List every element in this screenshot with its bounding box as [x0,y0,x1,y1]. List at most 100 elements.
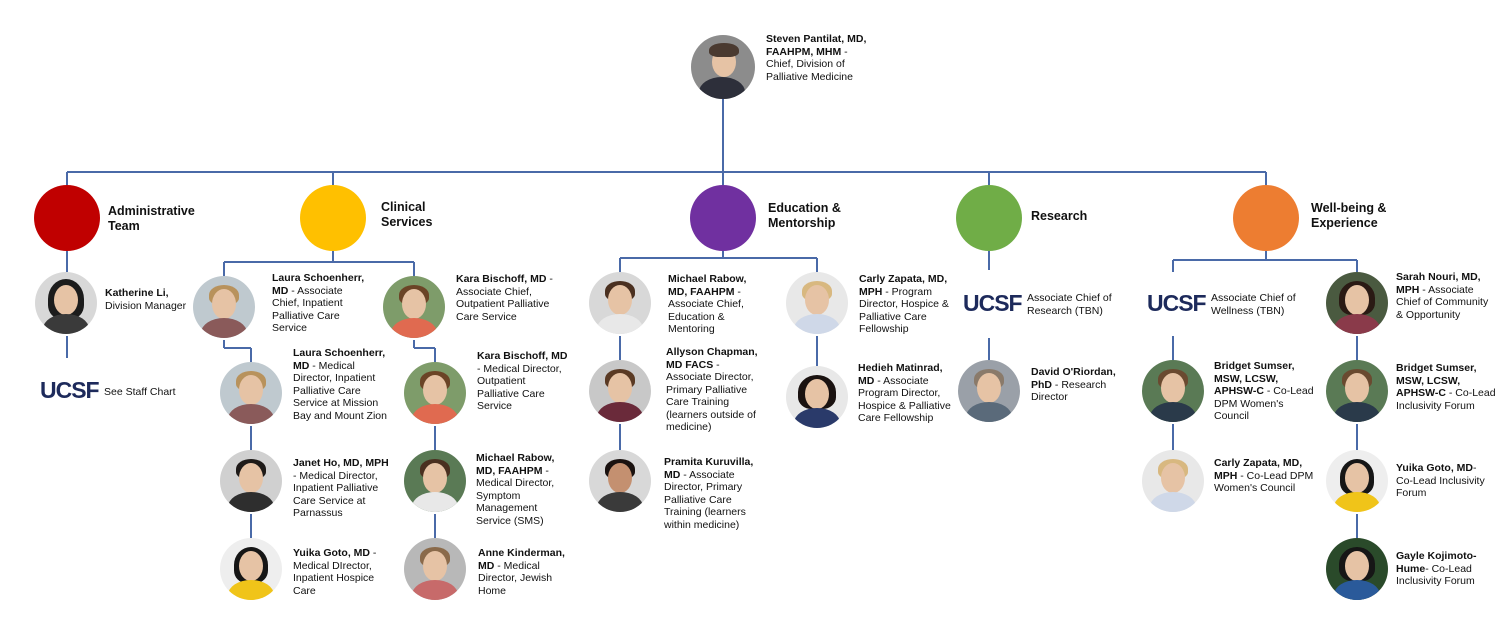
clinical-left-caption-0: Laura Schoenherr, MD - Associate Chief, … [272,272,372,335]
person-role: - Medical Director, Jewish Home [478,559,553,597]
research-caption: David O'Riordan, PhD - Research Director [1031,366,1131,404]
clinical-right-caption-1: Kara Bischoff, MD - Medical Director, Ou… [477,350,569,413]
wellbeing-logo-caption: Associate Chief of Wellness (TBN) [1211,292,1296,317]
person-name: Kara Bischoff, MD [456,273,547,285]
education-left-caption-1: Allyson Chapman, MD FACS - Associate Dir… [666,346,766,434]
person-role: - Co-Lead DPM Women's Council [1214,469,1314,495]
person-name: Laura Schoenherr, MD [272,272,365,297]
person-role: - Associate Chief of Community & Opportu… [1396,283,1489,321]
person-name: Sarah Nouri, MD, MPH [1396,271,1481,296]
person-photo [958,360,1020,422]
person-photo [1326,272,1388,334]
person-name: Laura Schoenherr, MD [293,347,386,372]
dept-circle-wellbeing [1233,185,1299,251]
person-photo [1326,538,1388,600]
dept-label-research: Research [1031,209,1088,223]
person-role: - Associate Chief, Education & Mentoring [668,285,744,336]
dept-circle-clinical [300,185,366,251]
person-photo [1326,450,1388,512]
person-role: - Associate Director, Primary Palliative… [666,358,756,434]
dept-circle-education [690,185,756,251]
person-name: Allyson Chapman, MD FACS [666,346,758,371]
clinical-left-caption-2: Janet Ho, MD, MPH - Medical Director, In… [293,457,393,520]
dept-circle-administrative [34,185,100,251]
person-role: - Co-Lead Inclusivity Forum [1396,387,1496,412]
person-photo [404,450,466,512]
person-role: - Co-Lead DPM Women's Council [1214,385,1314,422]
person-name: Hedieh Matinrad, MD [858,362,943,387]
person-photo [1326,360,1388,422]
person-photo [383,276,445,338]
clinical-right-caption-2: Michael Rabow, MD, FAAHPM - Medical Dire… [476,452,568,527]
person-photo [220,450,282,512]
person-photo [589,360,651,422]
person-role: - Associate Chief, Inpatient Palliative … [272,284,343,335]
dept-label-education: Education & Mentorship [768,201,841,230]
person-role: - Medical DIrector, Inpatient Hospice Ca… [293,547,377,597]
person-role: - Associate Director, Primary Palliative… [664,468,746,531]
person-photo [220,362,282,424]
research-logo-caption: Associate Chief of Research (TBN) [1027,292,1112,317]
chief-caption: Steven Pantilat, MD, FAAHPM, MHM - Chief… [766,33,876,83]
person-photo [404,538,466,600]
person-name: Janet Ho, MD, MPH [293,457,389,469]
person-name: Katherine Li, [105,287,169,299]
person-name: Carly Zapata, MD, MPH [1214,457,1303,482]
person-photo [589,450,651,512]
education-right-caption-0: Carly Zapata, MD, MPH - Program Director… [859,273,959,336]
wellbeing-left-caption-1: Carly Zapata, MD, MPH - Co-Lead DPM Wome… [1214,457,1314,495]
person-photo [786,366,848,428]
dept-label-wellbeing: Well-being & Experience [1311,201,1387,230]
person-name: Kara Bischoff, MD [477,350,568,362]
admin-caption: Katherine Li, Division Manager [105,287,205,312]
person-photo [1142,360,1204,422]
person-name: David O'Riordan, PhD [1031,366,1116,391]
clinical-right-caption-3: Anne Kinderman, MD - Medical Director, J… [478,547,570,597]
person-name: Bridget Sumser, MSW, LCSW, APHSW-C [1396,362,1477,399]
wellbeing-right-caption-0: Sarah Nouri, MD, MPH - Associate Chief o… [1396,271,1496,321]
person-role: - Medical Director, Outpatient Palliativ… [477,362,562,413]
dept-label-administrative: Administrative Team [108,204,195,233]
person-role: - Research Director [1031,378,1107,404]
education-left-caption-0: Michael Rabow, MD, FAAHPM - Associate Ch… [668,273,768,336]
person-name: Carly Zapata, MD, MPH [859,273,948,298]
ucsf-logo: UCSF [40,377,100,403]
person-role: - Associate Chief, Outpatient Palliative… [456,273,553,323]
person-role: - Co-Lead Inclusivity Forum [1396,562,1475,588]
person-name: Yuika Goto, MD [1396,462,1474,474]
person-photo [220,538,282,600]
ucsf-logo: UCSF [1147,290,1207,316]
clinical-left-caption-3: Yuika Goto, MD - Medical DIrector, Inpat… [293,547,393,597]
person-name: Yuika Goto, MD [293,547,371,559]
education-right-caption-1: Hedieh Matinrad, MD - Associate Program … [858,362,958,425]
wellbeing-left-caption-0: Bridget Sumser, MSW, LCSW, APHSW-C - Co-… [1214,360,1314,423]
admin-logo-caption: See Staff Chart [104,386,176,398]
person-name: Michael Rabow, MD, FAAHPM [476,452,555,477]
education-left-caption-2: Pramita Kuruvilla, MD - Associate Direct… [664,456,764,531]
clinical-right-caption-0: Kara Bischoff, MD - Associate Chief, Out… [456,273,556,323]
person-photo [1142,450,1204,512]
chief-photo [691,35,755,99]
person-role: Division Manager [105,299,187,312]
person-role: - Medical Director, Symptom Management S… [476,464,555,527]
person-role: - Program Director, Hospice & Palliative… [859,285,949,336]
person-role: - Medical Director, Inpatient Palliative… [293,469,379,520]
person-role: - Associate Program Director, Hospice & … [858,374,951,425]
ucsf-logo: UCSF [963,290,1023,316]
person-name: Gayle Kojimoto-Hume [1396,550,1477,575]
person-role: - Medical Director, Inpatient Palliative… [293,359,387,422]
person-photo [35,272,97,334]
person-photo [404,362,466,424]
chief-role: - Chief, Division of Palliative Medicine [766,45,853,83]
wellbeing-right-caption-3: Gayle Kojimoto-Hume- Co-Lead Inclusivity… [1396,550,1496,588]
person-name: Michael Rabow, MD, FAAHPM [668,273,747,298]
person-role: - Co-Lead Inclusivity Forum [1396,462,1485,499]
dept-label-clinical: Clinical Services [381,200,433,229]
wellbeing-right-caption-2: Yuika Goto, MD- Co-Lead Inclusivity Foru… [1396,462,1496,500]
person-name: Pramita Kuruvilla, MD [664,456,754,481]
wellbeing-right-caption-1: Bridget Sumser, MSW, LCSW, APHSW-C - Co-… [1396,362,1496,412]
person-name: Bridget Sumser, MSW, LCSW, APHSW-C [1214,360,1295,397]
chief-name: Steven Pantilat, MD, FAAHPM, MHM [766,33,867,58]
dept-circle-research [956,185,1022,251]
